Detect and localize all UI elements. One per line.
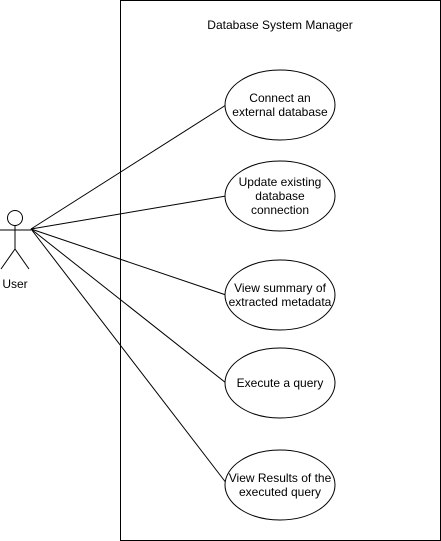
use-case-execute-query[interactable]: Execute a query bbox=[224, 347, 336, 419]
use-case-ellipse bbox=[224, 160, 336, 232]
use-case-label-line: database bbox=[255, 189, 305, 203]
use-case-label-line: extracted metadata bbox=[229, 295, 332, 309]
association-line bbox=[30, 228, 227, 384]
use-case-label-line: Update existing bbox=[239, 175, 322, 189]
system-title: Database System Manager bbox=[207, 18, 352, 32]
use-case-label-line: Connect an bbox=[249, 91, 310, 105]
use-case-label-line: View summary of bbox=[234, 281, 326, 295]
actor-user[interactable] bbox=[0, 210, 31, 270]
use-case-label-line: Execute a query bbox=[237, 376, 324, 390]
use-case-label: Execute a query bbox=[237, 376, 324, 390]
actor-head bbox=[7, 210, 23, 226]
use-case-ellipse bbox=[224, 259, 336, 331]
actor-label: User bbox=[2, 277, 27, 291]
association-line bbox=[30, 104, 227, 230]
use-case-label-line: external database bbox=[232, 105, 328, 119]
association-line bbox=[30, 228, 227, 296]
use-case-ellipse bbox=[224, 449, 336, 521]
use-case-label-line: connection bbox=[251, 203, 309, 217]
use-case-ellipse bbox=[224, 347, 336, 419]
associations bbox=[30, 104, 228, 485]
association-line bbox=[30, 228, 228, 485]
use-case-ellipse bbox=[224, 69, 336, 141]
actor-left-leg bbox=[0, 248, 16, 270]
actor-right-leg bbox=[14, 248, 30, 270]
association-line bbox=[30, 195, 227, 230]
use-case-label-line: executed query bbox=[239, 485, 321, 499]
use-case-label-line: View Results of the bbox=[229, 471, 332, 485]
